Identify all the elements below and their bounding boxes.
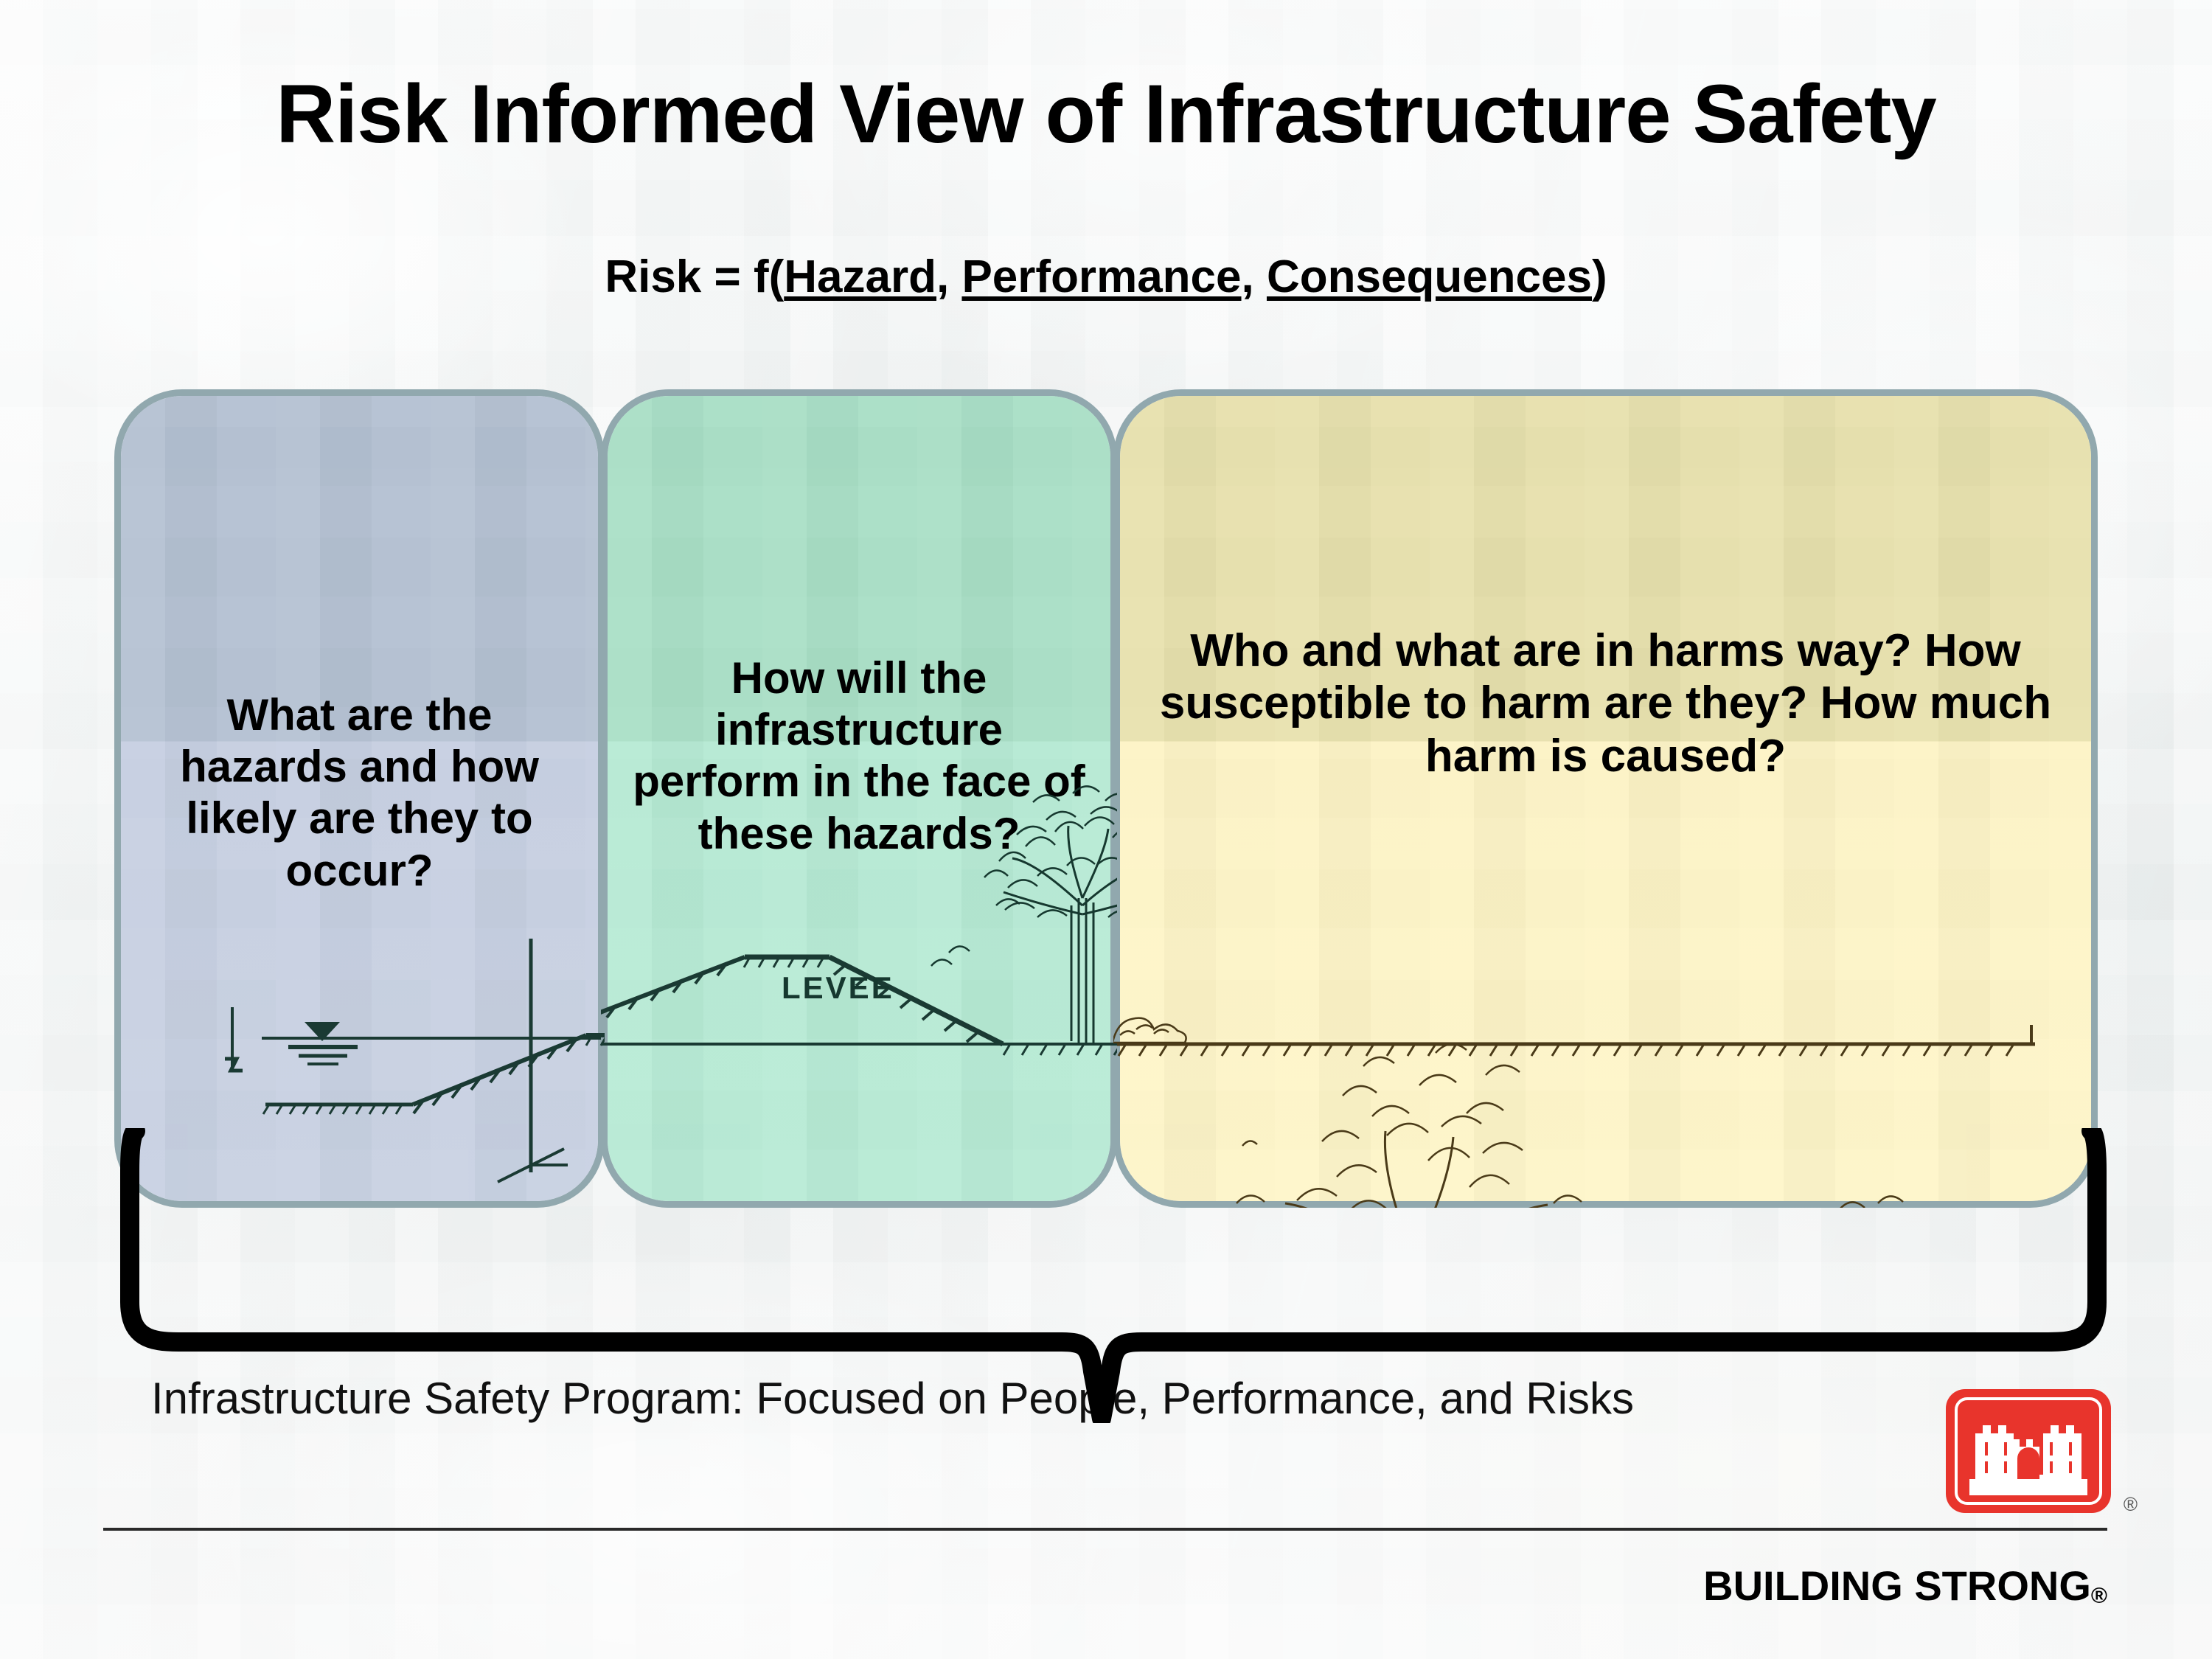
logo-registered-mark: ® xyxy=(2123,1493,2138,1515)
usace-castle-logo-svg xyxy=(1946,1389,2111,1513)
formula-term-performance: Performance xyxy=(961,251,1242,302)
panel-hazard-label: What are the hazards and how likely are … xyxy=(180,690,539,895)
usace-castle-logo: ® xyxy=(1944,1388,2138,1515)
panel-hazard[interactable]: What are the hazards and how likely are … xyxy=(114,389,605,1208)
panel-performance-fill xyxy=(608,396,1110,1201)
risk-panels-group: What are the hazards and how likely are … xyxy=(114,389,2098,1208)
formula-term-hazard: Hazard xyxy=(784,251,936,302)
risk-formula: Risk = f(Hazard, Performance, Consequenc… xyxy=(0,251,2212,303)
building-strong-registered-mark: ® xyxy=(2090,1584,2107,1608)
formula-sep-2: , xyxy=(1241,251,1267,302)
footer-caption: Infrastructure Safety Program: Focused o… xyxy=(151,1374,1634,1423)
page-title: Risk Informed View of Infrastructure Saf… xyxy=(276,68,1937,160)
formula-sep-1: , xyxy=(936,251,962,302)
panel-performance[interactable]: How will the infrastructure perform in t… xyxy=(601,389,1117,1208)
formula-term-consequences: Consequences xyxy=(1266,251,1592,302)
panel-consequences-fill xyxy=(1120,396,2091,1201)
panel-consequences-label: Who and what are in harms way? How susce… xyxy=(1159,625,2052,782)
building-strong-text: BUILDING STRONG xyxy=(1703,1562,2091,1609)
panel-consequences[interactable]: Who and what are in harms way? How susce… xyxy=(1113,389,2098,1208)
formula-prefix: Risk = f( xyxy=(605,251,785,302)
formula-suffix: ) xyxy=(1592,251,1607,302)
footer-divider xyxy=(103,1528,2107,1531)
panel-performance-label: How will the infrastructure perform in t… xyxy=(633,653,1085,858)
building-strong-tagline: BUILDING STRONG® xyxy=(1703,1562,2107,1610)
